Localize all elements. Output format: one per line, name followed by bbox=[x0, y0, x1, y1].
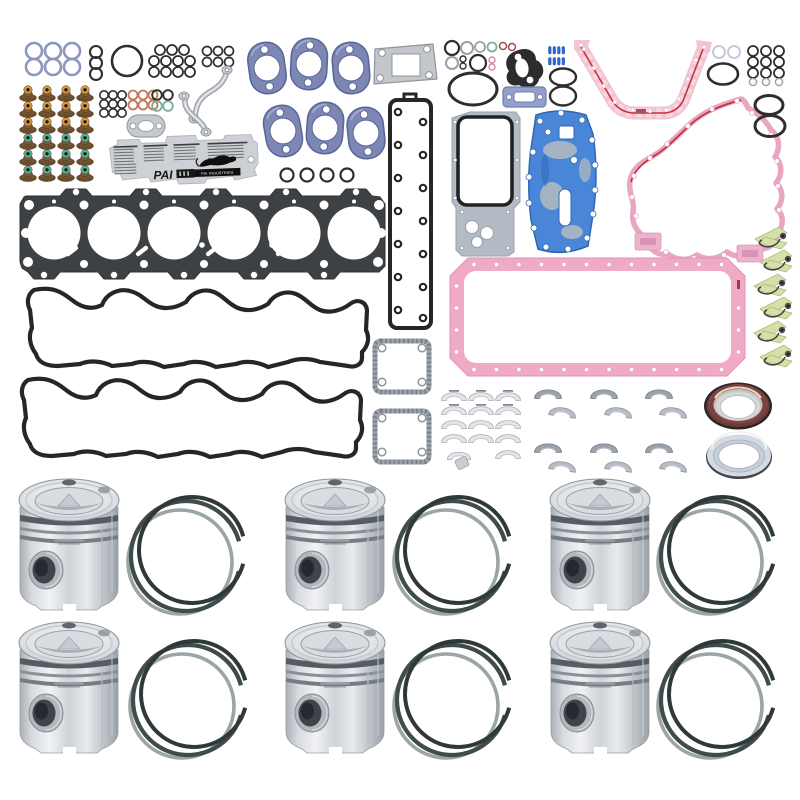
small-o-ring-assortment bbox=[443, 39, 517, 107]
o-ring-cluster bbox=[148, 44, 196, 78]
pistons bbox=[18, 478, 651, 755]
oil-pan-gasket bbox=[449, 257, 746, 377]
push-tube-seals bbox=[548, 46, 565, 66]
large-o-ring bbox=[110, 44, 144, 78]
access-cover-gaskets bbox=[372, 338, 432, 465]
pai-logo-text: PAI bbox=[153, 168, 173, 183]
main-bearing-set bbox=[441, 390, 521, 470]
info-tag: PAI PAI INDUSTRIES bbox=[109, 134, 259, 185]
rod-bearing-set bbox=[534, 389, 689, 473]
rocker-housing-gasket bbox=[388, 92, 433, 330]
oil-cooler-core bbox=[525, 109, 599, 254]
info-tag-base bbox=[109, 134, 259, 185]
fuel-pump-gasket bbox=[506, 49, 544, 88]
copper-o-rings bbox=[127, 89, 159, 111]
pai-industries-bar-text: PAI INDUSTRIES bbox=[201, 171, 234, 176]
o-ring-grid-2x3 bbox=[201, 45, 235, 68]
o-ring-pairs-black-green bbox=[151, 89, 174, 112]
oval-flange-gasket bbox=[126, 114, 166, 138]
piston-ring-sets bbox=[118, 485, 787, 768]
turbo-gasket bbox=[373, 43, 438, 85]
small-o-rings-column bbox=[88, 44, 104, 82]
blue-port-gasket bbox=[502, 86, 547, 108]
black-oval-o-rings bbox=[548, 67, 578, 107]
rear-crankshaft-seal bbox=[706, 431, 772, 479]
oil-cooler-gasket bbox=[451, 111, 521, 257]
valve-cover-gasket-upper bbox=[28, 289, 368, 367]
periwinkle-o-rings bbox=[24, 41, 82, 77]
topright-o-rings bbox=[706, 45, 787, 138]
rear-cover-gasket bbox=[574, 40, 712, 120]
o-ring-row-4 bbox=[279, 167, 355, 183]
valve-stem-seals bbox=[19, 85, 94, 183]
front-crankshaft-seal bbox=[704, 382, 772, 430]
oil-supply-tubes bbox=[178, 65, 233, 137]
head-gasket bbox=[19, 188, 386, 280]
o-ring-grid-3x3 bbox=[99, 90, 128, 119]
valve-cover-gasket-lower bbox=[22, 379, 362, 457]
exhaust-manifold-gaskets bbox=[244, 36, 388, 162]
